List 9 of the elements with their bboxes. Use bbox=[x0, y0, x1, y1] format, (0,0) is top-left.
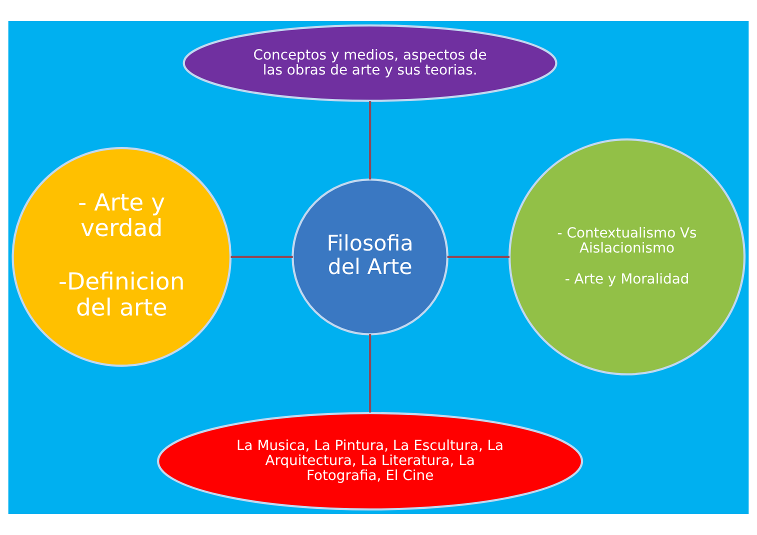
node-ellipse: La Musica, La Pintura, La Escultura, La Arquitectura, La Literatura, La Fotografia, El Cine bbox=[157, 412, 584, 511]
node-circle: - Contextualismo Vs Aislacionismo - Arte y Moralidad bbox=[508, 138, 746, 376]
node-circle: - Arte y verdad -Definicion del arte bbox=[12, 146, 232, 367]
connector bbox=[368, 334, 372, 413]
connector bbox=[447, 256, 510, 258]
node-circle: Filosofia del Arte bbox=[292, 178, 448, 336]
node-ellipse: Conceptos y medios, aspectos de las obras de arte y sus teorias. bbox=[182, 24, 558, 102]
connector bbox=[230, 256, 293, 258]
connector bbox=[368, 101, 372, 180]
